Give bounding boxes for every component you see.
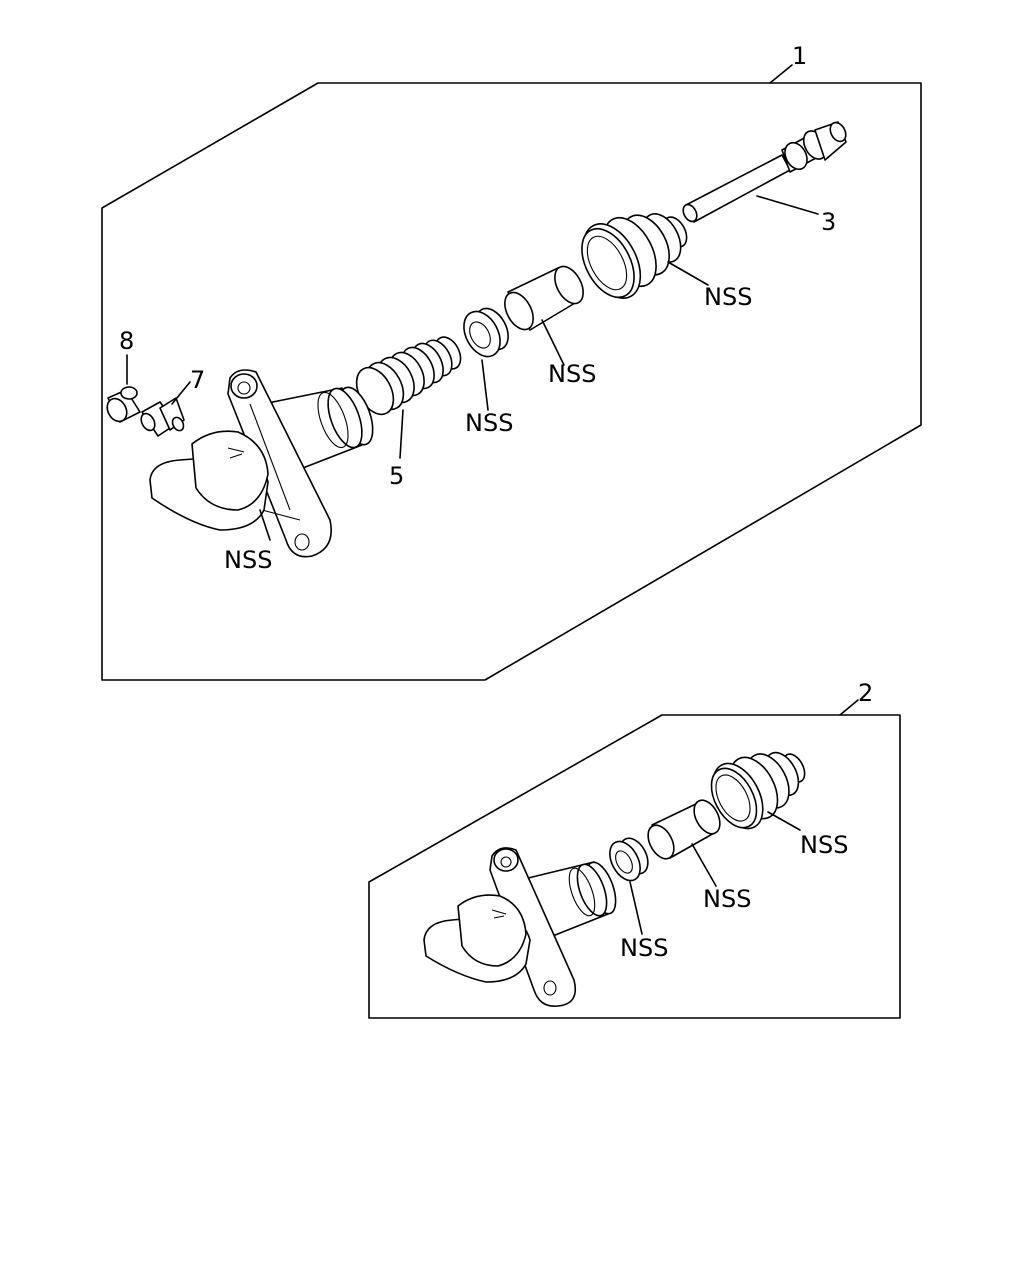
bleeder-part bbox=[140, 397, 185, 437]
cup-leader bbox=[481, 359, 489, 411]
kit2-cup-part bbox=[609, 837, 649, 882]
kit2-piston-label: NSS bbox=[703, 885, 751, 913]
piston-part bbox=[504, 265, 584, 331]
pushrod-leader bbox=[756, 195, 819, 215]
kit-2-group: 2 NSS NSS NSS bbox=[368, 679, 901, 1019]
kit-2-leader bbox=[839, 699, 859, 716]
cap-label: 8 bbox=[119, 327, 134, 355]
kit2-boot-part bbox=[710, 751, 806, 830]
kit2-piston-leader bbox=[691, 843, 717, 887]
body-part bbox=[149, 369, 374, 558]
kit-1-frame bbox=[101, 82, 922, 681]
cup-label: NSS bbox=[465, 409, 513, 437]
kit2-piston-part bbox=[647, 799, 721, 860]
bleeder-leader bbox=[171, 381, 191, 405]
cup-part bbox=[463, 307, 509, 358]
spring-part bbox=[355, 336, 462, 416]
piston-leader bbox=[541, 319, 565, 366]
body-label: NSS bbox=[224, 546, 272, 574]
kit2-body-part bbox=[423, 847, 617, 1007]
kit2-boot-leader bbox=[767, 811, 801, 831]
kit2-cup-leader bbox=[629, 881, 643, 935]
boot-leader bbox=[667, 261, 709, 286]
kit2-cup-label: NSS bbox=[620, 934, 668, 962]
cap-part bbox=[106, 386, 141, 423]
spring-leader bbox=[399, 409, 404, 459]
bleeder-label: 7 bbox=[190, 366, 205, 394]
kit-1-number: 1 bbox=[792, 42, 807, 70]
body-leader bbox=[259, 509, 271, 541]
boot-part bbox=[581, 213, 688, 299]
pushrod-label: 3 bbox=[821, 208, 836, 236]
piston-label: NSS bbox=[548, 360, 596, 388]
kit-1-group: 1 3 NSS bbox=[101, 42, 922, 681]
spring-label: 5 bbox=[389, 462, 404, 490]
boot-label: NSS bbox=[704, 283, 752, 311]
kit2-boot-label: NSS bbox=[800, 831, 848, 859]
kit-2-number: 2 bbox=[858, 679, 873, 707]
kit-1-leader bbox=[769, 64, 793, 84]
pushrod-part bbox=[682, 121, 847, 223]
kit-2-frame bbox=[368, 714, 901, 1019]
